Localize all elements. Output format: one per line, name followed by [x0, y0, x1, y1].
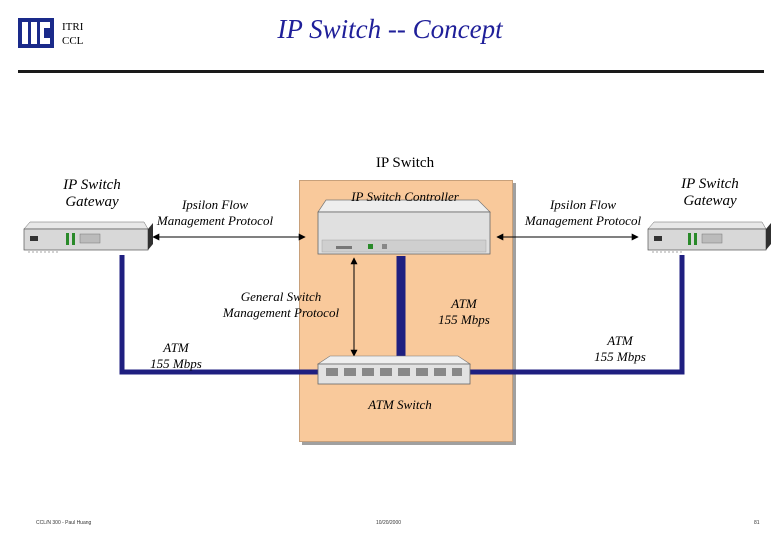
org-line-1: ITRI	[62, 21, 84, 33]
atm-link-right	[470, 255, 685, 375]
footer-date: 10/20/2000	[376, 520, 402, 526]
right-protocol-label: Ipsilon Flow Management Protocol	[508, 197, 658, 229]
left-protocol-line-2: Management Protocol	[156, 213, 274, 228]
footer-author: CCL/N 300 - Paul Huang	[36, 520, 92, 526]
right-gateway-line-2: Gateway	[683, 193, 737, 209]
atm-center-label: ATM 155 Mbps	[424, 296, 504, 328]
atm-switch-label: ATM Switch	[368, 397, 432, 412]
gsmp-label: General Switch Management Protocol	[206, 289, 356, 321]
right-gateway-line-1: IP Switch	[681, 176, 739, 192]
atm-right-line-2: 155 Mbps	[594, 349, 646, 364]
page-title: IP Switch -- Concept	[277, 14, 503, 44]
atm-right-label: ATM 155 Mbps	[580, 333, 660, 365]
right-gateway-label: IP Switch Gateway	[658, 176, 762, 210]
left-gateway-device	[23, 221, 153, 253]
right-protocol-line-1: Ipsilon Flow	[549, 197, 617, 212]
footer-page-number: 81	[754, 520, 760, 526]
gsmp-line-1: General Switch	[240, 289, 322, 304]
left-protocol-label: Ipsilon Flow Management Protocol	[140, 197, 290, 229]
right-gateway-device	[647, 221, 771, 253]
atm-right-line-1: ATM	[607, 333, 633, 348]
atm-left-line-1: ATM	[163, 340, 189, 355]
header-rule	[18, 70, 764, 73]
atm-center-line-2: 155 Mbps	[438, 312, 490, 327]
gsmp-line-2: Management Protocol	[222, 305, 340, 320]
right-protocol-line-2: Management Protocol	[524, 213, 642, 228]
atm-switch-device	[317, 355, 471, 385]
atm-link-left	[119, 255, 320, 375]
org-line-2: CCL	[62, 35, 84, 47]
org-name: ITRI CCL	[62, 20, 83, 48]
atm-center-line-1: ATM	[451, 296, 477, 311]
controller-device	[317, 199, 491, 255]
left-gateway-line-1: IP Switch	[63, 177, 121, 193]
atm-left-line-2: 155 Mbps	[150, 356, 202, 371]
ip-switch-panel-label: IP Switch	[375, 155, 435, 171]
atm-left-label: ATM 155 Mbps	[136, 340, 216, 372]
left-gateway-line-2: Gateway	[65, 194, 119, 210]
itri-logo	[18, 18, 54, 48]
left-gateway-label: IP Switch Gateway	[40, 177, 144, 211]
controller-label: IP Switch Controller	[351, 189, 459, 204]
left-protocol-line-1: Ipsilon Flow	[181, 197, 249, 212]
